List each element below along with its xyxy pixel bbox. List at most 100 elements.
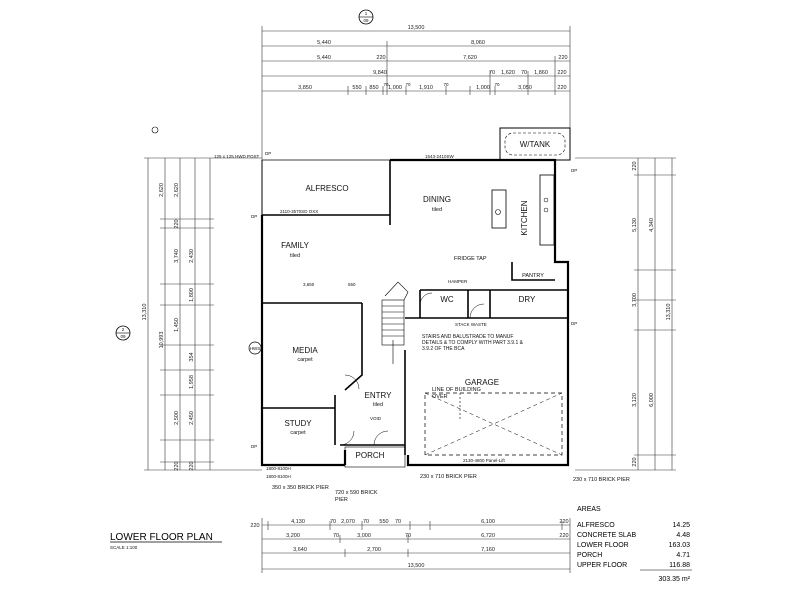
dim-left-7: 2,430 [189, 249, 195, 263]
note-garage-door: 2130-4800 Panel-Lift [463, 458, 506, 463]
dim-bot-overall: 13,500 [408, 563, 425, 569]
room-dry: DRY [519, 295, 536, 304]
note-void: VOID [370, 416, 382, 421]
dim-bot-r2-e: 6,720 [481, 533, 495, 539]
dim-right-7: 3,120 [632, 393, 638, 407]
note-pier-3: 230 x 710 BRICK PIER [420, 474, 477, 480]
media-floor: carpet [297, 357, 313, 363]
internal-walls [262, 159, 568, 455]
dim-left-2: 220 [174, 219, 180, 228]
porch-slab [344, 446, 406, 468]
room-media: MEDIA [292, 346, 318, 355]
dim-bot-r1-a: 220 [250, 523, 259, 529]
dim-bot-r3-b: 2,700 [367, 547, 381, 553]
dim-bot-r1-e: 70 [363, 519, 369, 525]
dim-left-9: 354 [189, 352, 195, 361]
area-row-porch: PORCH [577, 552, 602, 559]
dim-top-r5-a: 3,850 [298, 85, 312, 91]
note-sliding-window: 1543-2410SW [425, 154, 455, 159]
left-dimension-chains [144, 157, 262, 471]
dim-top-r4-a: 9,840 [373, 70, 387, 76]
section-top-sheet: 09 [363, 18, 369, 23]
note-stack-waste: STACK WASTE [455, 322, 487, 327]
dim-bot-r3-a: 3,640 [293, 547, 307, 553]
room-study: STUDY [284, 419, 312, 428]
dim-bot-r1-g: 70 [395, 519, 401, 525]
area-row-alfresco: ALFRESCO [577, 522, 615, 529]
dim-left-8: 1,800 [189, 288, 195, 302]
area-row-slab: CONCRETE SLAB [577, 532, 636, 539]
north-point-icon [151, 126, 159, 134]
dim-top-r5-g: 1,910 [419, 85, 433, 91]
note-alfresco-door: 2110-3570SD OXX [280, 209, 318, 214]
dim-top-r2-b: 8,060 [471, 40, 485, 46]
note-hamper: HAMPER [448, 279, 468, 284]
dim-left-overall: 13,310 [142, 304, 148, 321]
dim-right-6: 6,000 [649, 393, 655, 407]
dim-top-r4-b: 70 [489, 70, 495, 76]
dim-left-inner: 10,993 [159, 332, 165, 349]
note-building-over: LINE OF BUILDING OVER [432, 387, 481, 400]
note-pier-4: 230 x 710 BRICK PIER [573, 477, 630, 483]
note-dp-1: DP [265, 151, 271, 156]
note-window-1: 1800-8100H [266, 466, 291, 471]
dim-bot-r1-f: 550 [379, 519, 388, 525]
dim-top-r5-f: 70 [405, 82, 411, 87]
dining-floor: tiled [432, 207, 442, 213]
room-dining: DINING [423, 195, 451, 204]
dim-top-r3-a: 5,440 [317, 55, 331, 61]
dim-bot-r1-d: 2,070 [341, 519, 355, 525]
dim-bot-r2-d: 70 [405, 533, 411, 539]
entry-floor: tiled [373, 402, 383, 408]
room-alfresco: ALFRESCO [305, 184, 348, 193]
room-wc: WC [440, 295, 454, 304]
areas-heading: AREAS [577, 506, 601, 513]
dim-top-r5-d: 70 [383, 82, 389, 87]
room-porch: PORCH [356, 451, 385, 460]
dim-right-5: 220 [632, 457, 638, 466]
dim-top-r5-l: 220 [557, 85, 566, 91]
dim-top-r5-b: 550 [352, 85, 361, 91]
door-swings [339, 292, 485, 446]
dim-top-r3-b: 220 [376, 55, 385, 61]
areas-table: AREAS ALFRESCO 14.25 CONCRETE SLAB 4.48 … [577, 506, 692, 583]
note-dp-4: DP [571, 168, 577, 173]
dim-bot-r2-c: 3,000 [357, 533, 371, 539]
room-kitchen: KITCHEN [520, 200, 529, 235]
dim-top-r3-d: 220 [558, 55, 567, 61]
dim-right-3: 5,130 [632, 218, 638, 232]
bottom-dimension-chains [261, 518, 571, 573]
area-row-lower: LOWER FLOOR [577, 542, 629, 549]
cooktop-icon [543, 197, 549, 203]
top-dimension-chains [261, 26, 571, 160]
plan-scale: SCALE 1:100 [110, 545, 138, 550]
wtank-label: W/TANK [520, 140, 551, 149]
sink-icon [495, 209, 501, 215]
dim-top-r4-c: 1,620 [501, 70, 515, 76]
note-dim-550: 550 [348, 282, 356, 287]
dim-top-r4-d: 70 [521, 70, 527, 76]
note-pier-1: 350 x 350 BRICK PIER [272, 485, 329, 491]
dim-top-r4-f: 220 [557, 70, 566, 76]
section-top-number: 1 [365, 11, 368, 16]
dim-bot-r2-a: 3,200 [286, 533, 300, 539]
note-pier-2: 720 x 590 BRICK PIER [335, 490, 378, 503]
line-of-building-over [424, 392, 563, 456]
dim-right-1: 220 [632, 161, 638, 170]
dim-bot-r1-b: 4,130 [291, 519, 305, 525]
family-floor: tiled [290, 253, 300, 259]
right-dimension-chains [575, 157, 676, 471]
study-floor: carpet [290, 430, 306, 436]
dim-right-overall: 13,310 [666, 304, 672, 321]
dim-top-r5-e: 1,000 [388, 85, 402, 91]
dim-left-4: 1,450 [174, 318, 180, 332]
area-row-upper: UPPER FLOOR [577, 562, 627, 569]
dim-top-r5-i: 1,000 [476, 85, 490, 91]
area-val-porch: 4.71 [676, 552, 690, 559]
dim-bot-r2-b: 70 [333, 533, 339, 539]
dim-left-10: 1,958 [189, 375, 195, 389]
dim-bot-r2-f: 220 [559, 533, 568, 539]
note-dp-2: DP [251, 214, 257, 219]
